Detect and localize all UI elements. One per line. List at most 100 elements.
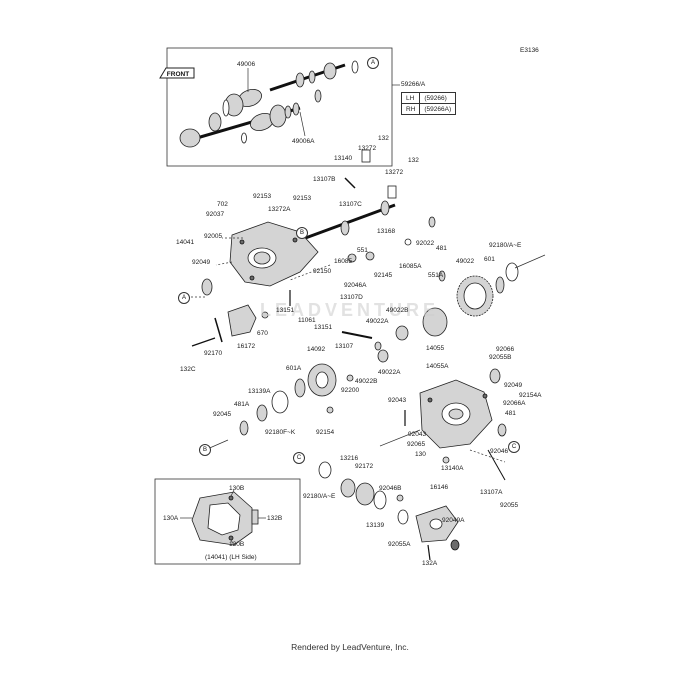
part-label[interactable]: 92045 [213,411,232,418]
part-label[interactable]: 481 [436,245,447,252]
part-label[interactable]: 132 [378,135,389,142]
part-label[interactable]: 92049A [442,517,465,524]
part-label[interactable]: 132 [408,157,419,164]
part-label[interactable]: 13107A [480,489,503,496]
side-label: RH [400,103,421,115]
part-label[interactable]: 92170 [204,350,223,357]
front-direction-arrow: FRONT [159,67,195,79]
part-label[interactable]: 59266/A [401,81,426,88]
part-label[interactable]: 13140 [334,155,353,162]
part-label[interactable]: 92150 [313,268,332,275]
side-part-number[interactable]: (59266) [419,92,457,104]
part-label[interactable]: 92153 [253,193,272,200]
part-label[interactable]: 92055 [500,502,519,509]
part-label[interactable]: 16146 [430,484,449,491]
part-label[interactable]: 92172 [355,463,374,470]
part-label[interactable]: 49006A [292,138,315,145]
part-label[interactable]: 551A [428,272,444,279]
part-label[interactable]: 130 [415,451,426,458]
part-label[interactable]: 13272 [385,169,404,176]
part-label[interactable]: 49022 [456,258,475,265]
part-label[interactable]: 92049 [504,382,523,389]
part-label[interactable]: 13107D [340,294,363,301]
ring-gear-49022 [456,262,519,317]
part-label[interactable]: 481 [505,410,516,417]
part-label[interactable]: 49022A [366,318,389,325]
housing-14055A [419,379,493,449]
side-part-number[interactable]: (59266A) [419,103,457,115]
part-label[interactable]: 14055A [426,363,449,370]
part-label[interactable]: 92046B [379,485,402,492]
part-label[interactable]: 702 [217,201,228,208]
part-label[interactable]: 13107B [313,176,336,183]
part-label[interactable]: 92180/A~E [303,493,336,500]
part-label[interactable]: 14041 [176,239,195,246]
part-label[interactable]: 92022 [416,240,435,247]
part-label[interactable]: 92055A [388,541,411,548]
part-label[interactable]: 92154A [519,392,542,399]
part-label[interactable]: 13216 [340,455,359,462]
part-label[interactable]: 130B [229,485,245,492]
side-label: LH [400,92,421,104]
part-label[interactable]: 132A [422,560,438,567]
drive-shaft-upper [222,60,359,117]
cover-14092 [239,363,354,436]
part-label[interactable]: 16085 [334,258,353,265]
part-label[interactable]: 92066 [496,346,515,353]
part-label[interactable]: 13272A [268,206,291,213]
side-row-rh: RH (59266A) [400,103,457,115]
part-label[interactable]: 92049 [192,259,211,266]
part-label[interactable]: 481A [234,401,250,408]
part-label[interactable]: 92066A [503,400,526,407]
drive-shaft-lower [179,102,301,148]
part-label[interactable]: 92145 [374,272,393,279]
bracket-16172 [227,304,257,337]
part-label[interactable]: 92037 [206,211,225,218]
part-label[interactable]: 132B [267,515,283,522]
part-label[interactable]: 13151 [276,307,295,314]
part-label[interactable]: 13107C [339,201,362,208]
part-label[interactable]: 670 [257,330,268,337]
part-label[interactable]: 49006 [237,61,256,68]
inset-frame [154,478,301,565]
part-label[interactable]: 49022B [355,378,378,385]
part-label[interactable]: 11061 [298,317,316,324]
part-label[interactable]: 92180F~K [265,429,296,436]
part-label[interactable]: 13139 [366,522,385,529]
part-label[interactable]: 92154 [316,429,335,436]
part-label[interactable]: 92046 [490,448,509,455]
diagram-code: E3136 [520,47,539,54]
part-label[interactable]: 92046A [344,282,367,289]
part-label[interactable]: 13151 [314,324,333,331]
part-label[interactable]: 551 [357,247,368,254]
part-label[interactable]: 14055 [426,345,445,352]
part-label[interactable]: 92005 [204,233,223,240]
part-label[interactable]: 601 [484,256,495,263]
part-label[interactable]: 130B [229,541,245,548]
part-label[interactable]: 130A [163,515,179,522]
part-label[interactable]: 92043 [388,397,407,404]
part-label[interactable]: 601A [286,365,302,372]
part-label[interactable]: 49022A [378,369,401,376]
part-label[interactable]: 13140A [441,465,464,472]
part-label[interactable]: 92180/A~E [489,242,522,249]
part-label[interactable]: 49022B [386,307,409,314]
part-label[interactable]: 16172 [237,343,256,350]
housing-14041 [229,221,319,287]
part-label[interactable]: 92065 [407,441,426,448]
part-label[interactable]: 13272 [358,145,377,152]
part-label[interactable]: 13139A [248,388,271,395]
part-label[interactable]: 13107 [335,343,354,350]
part-label[interactable]: 14092 [307,346,326,353]
part-label[interactable]: 92200 [341,387,360,394]
part-label[interactable]: 92153 [293,195,312,202]
seal-92049 [201,278,213,296]
part-label[interactable]: 92043 [408,431,427,438]
part-label[interactable]: 16085A [399,263,422,270]
shift-shaft-assembly [299,149,436,263]
part-label[interactable]: 132C [180,366,196,373]
part-label[interactable]: 92055B [489,354,512,361]
part-label[interactable]: 13168 [377,228,396,235]
drive-flange-13216 [318,461,409,525]
